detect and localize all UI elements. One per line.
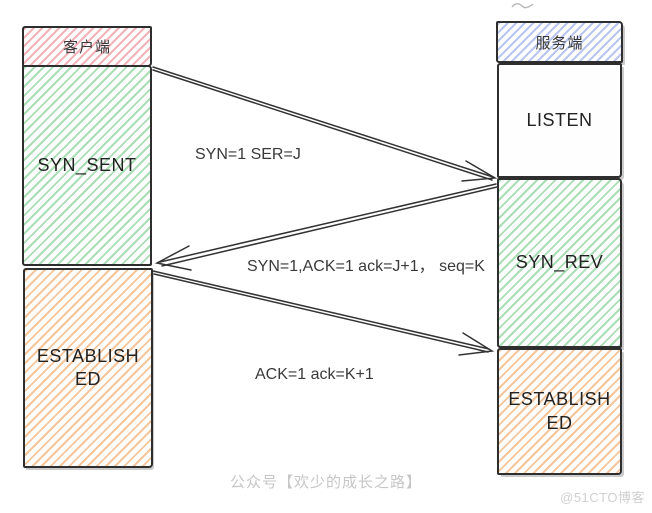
server-header-box: 服务端 (496, 21, 623, 63)
client-state-established-label: ESTABLISHED (36, 345, 140, 389)
message-label-ack: ACK=1 ack=K+1 (255, 366, 374, 383)
client-state-syn-sent-box: SYN_SENT (22, 65, 152, 266)
server-state-syn-rev-box: SYN_REV (497, 178, 622, 348)
footer-caption: 公众号【欢少的成长之路】 (229, 474, 422, 491)
client-header-box: 客户端 (22, 26, 152, 67)
client-state-syn-sent-label: SYN_SENT (37, 154, 137, 175)
message-label-syn: SYN=1 SER=J (195, 146, 301, 163)
site-watermark: @51CTO博客 (560, 490, 645, 505)
client-state-established-box: ESTABLISHED (23, 268, 153, 468)
arrow-ack-icon (152, 270, 495, 356)
message-label-syn-ack: SYN=1,ACK=1 ack=J+1， seq=K (247, 258, 485, 275)
server-state-listen-box: LISTEN (497, 63, 622, 178)
server-state-listen-label: LISTEN (526, 109, 593, 130)
server-header-label: 服务端 (535, 34, 584, 52)
server-state-syn-rev-label: SYN_REV (515, 252, 604, 273)
server-state-established-label: ESTABLISHED (508, 389, 611, 433)
pencil-mark-icon (511, 3, 534, 9)
client-header-label: 客户端 (62, 39, 111, 56)
server-state-established-box: ESTABLISHED (497, 348, 622, 475)
